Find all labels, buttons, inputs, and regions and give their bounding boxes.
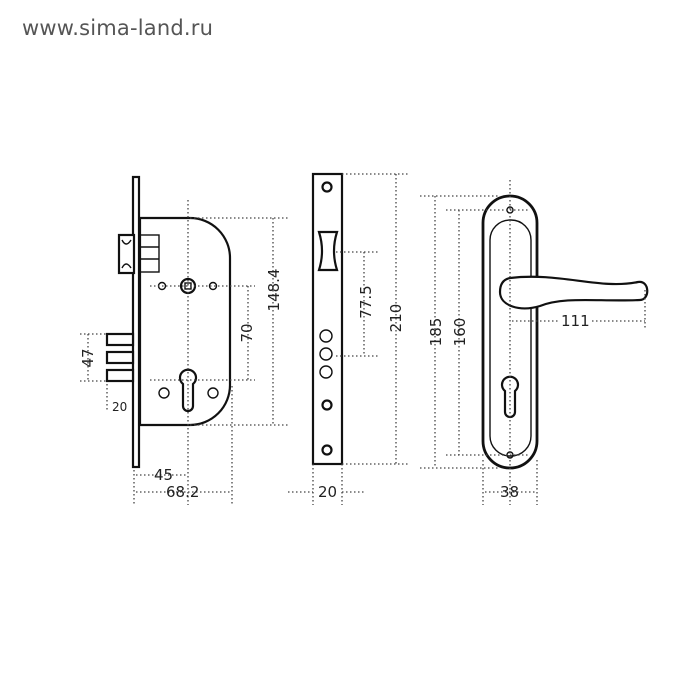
strike-dimension-lines [288, 173, 408, 505]
dim-210: 210 [387, 304, 405, 333]
lock-dimension-lines [80, 200, 290, 505]
lock-faceplate [131, 175, 141, 469]
dim-47: 47 [79, 348, 97, 367]
dim-45: 45 [154, 466, 173, 484]
deadbolt [105, 332, 135, 347]
lever [498, 275, 649, 310]
dim-77-5: 77.5 [357, 285, 375, 318]
lock-case [138, 216, 232, 427]
dim-38: 38 [500, 483, 519, 501]
door-handle [481, 194, 649, 470]
dim-20-bolt: 20 [112, 400, 127, 414]
strike-plate [311, 172, 344, 466]
site-watermark: www.sima-land.ru [22, 16, 214, 40]
cylinder-hole [178, 368, 198, 413]
dim-70: 70 [238, 323, 256, 342]
latch-bolt [117, 233, 136, 275]
dim-68-2: 68.2 [166, 483, 199, 501]
latch-opening [317, 230, 339, 272]
handle-dimension-lines [420, 180, 646, 505]
mortise-lock-body [105, 175, 232, 469]
dim-20-strike: 20 [318, 483, 337, 501]
dim-111: 111 [561, 312, 590, 330]
deadbolt [105, 350, 135, 365]
deadbolt [105, 368, 135, 383]
dim-160: 160 [451, 318, 469, 347]
dim-148-4: 148.4 [265, 269, 283, 312]
dim-185: 185 [427, 318, 445, 347]
